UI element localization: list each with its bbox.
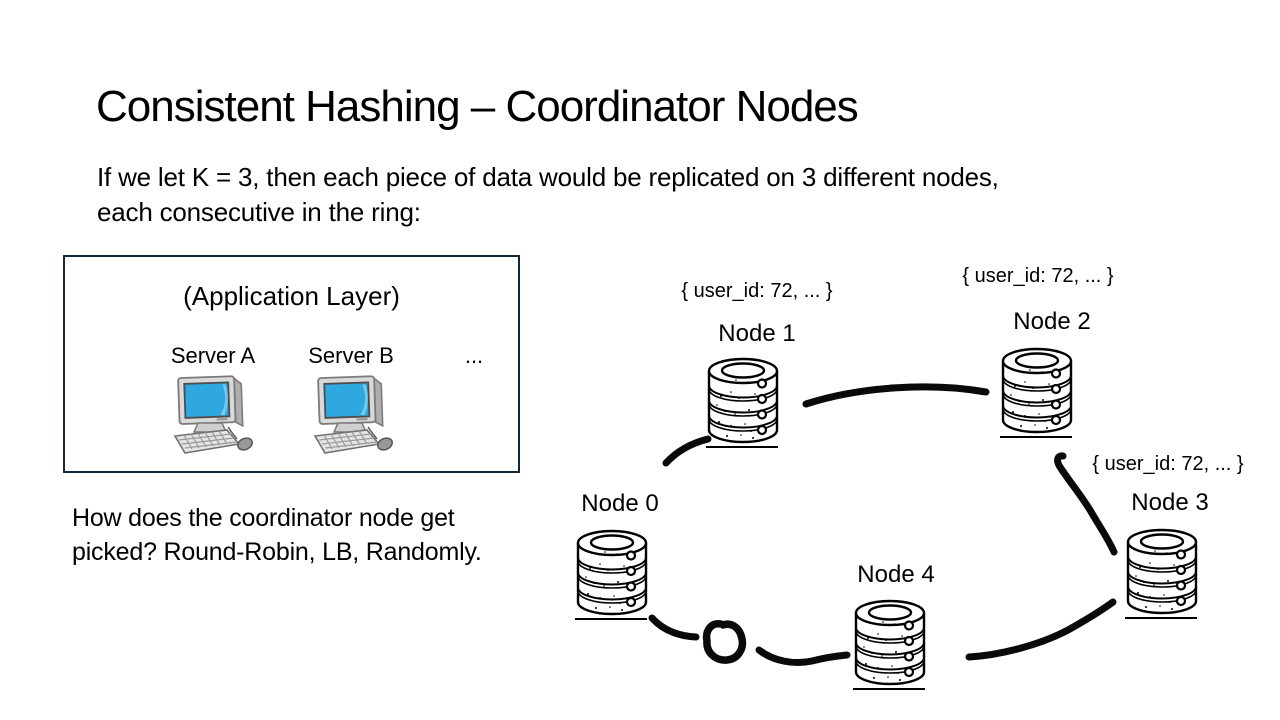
server-a-label: Server A: [170, 343, 256, 368]
slide-title: Consistent Hashing – Coordinator Nodes: [96, 82, 859, 131]
node1-data-annotation: { user_id: 72, ... }: [681, 280, 833, 302]
pen-loop: [702, 620, 747, 664]
node2-label: Node 2: [1013, 308, 1091, 335]
node4-label: Node 4: [857, 561, 935, 588]
stroke-node0-to-loop: [648, 614, 700, 641]
node2-data-annotation: { user_id: 72, ... }: [962, 265, 1114, 287]
database-icon: [1124, 527, 1200, 621]
database-icon: [574, 528, 650, 622]
application-layer-box: (Application Layer) Server A Server B ..…: [63, 255, 520, 473]
more-servers-ellipsis: ...: [464, 343, 484, 368]
stroke-node4-to-node3: [965, 598, 1117, 661]
database-icon: [999, 346, 1075, 440]
stroke-node0-to-node1: [662, 435, 712, 467]
slide-subtitle: If we let K = 3, then each piece of data…: [97, 162, 999, 227]
database-icon: [852, 598, 928, 692]
application-layer-title: (Application Layer): [183, 281, 400, 311]
coordinator-question-text: How does the coordinator node get picked…: [72, 504, 482, 566]
stroke-loop-to-node4: [755, 646, 851, 667]
database-icon: [705, 356, 781, 450]
node3-data-annotation: { user_id: 72, ... }: [1092, 453, 1244, 475]
node3-label: Node 3: [1131, 489, 1209, 516]
node1-label: Node 1: [718, 320, 796, 347]
server-b-label: Server B: [308, 343, 394, 368]
node0-label: Node 0: [581, 490, 659, 517]
desktop-computer-icon: [311, 375, 395, 455]
desktop-computer-icon: [171, 375, 255, 455]
stroke-node1-to-node2: [802, 383, 990, 408]
